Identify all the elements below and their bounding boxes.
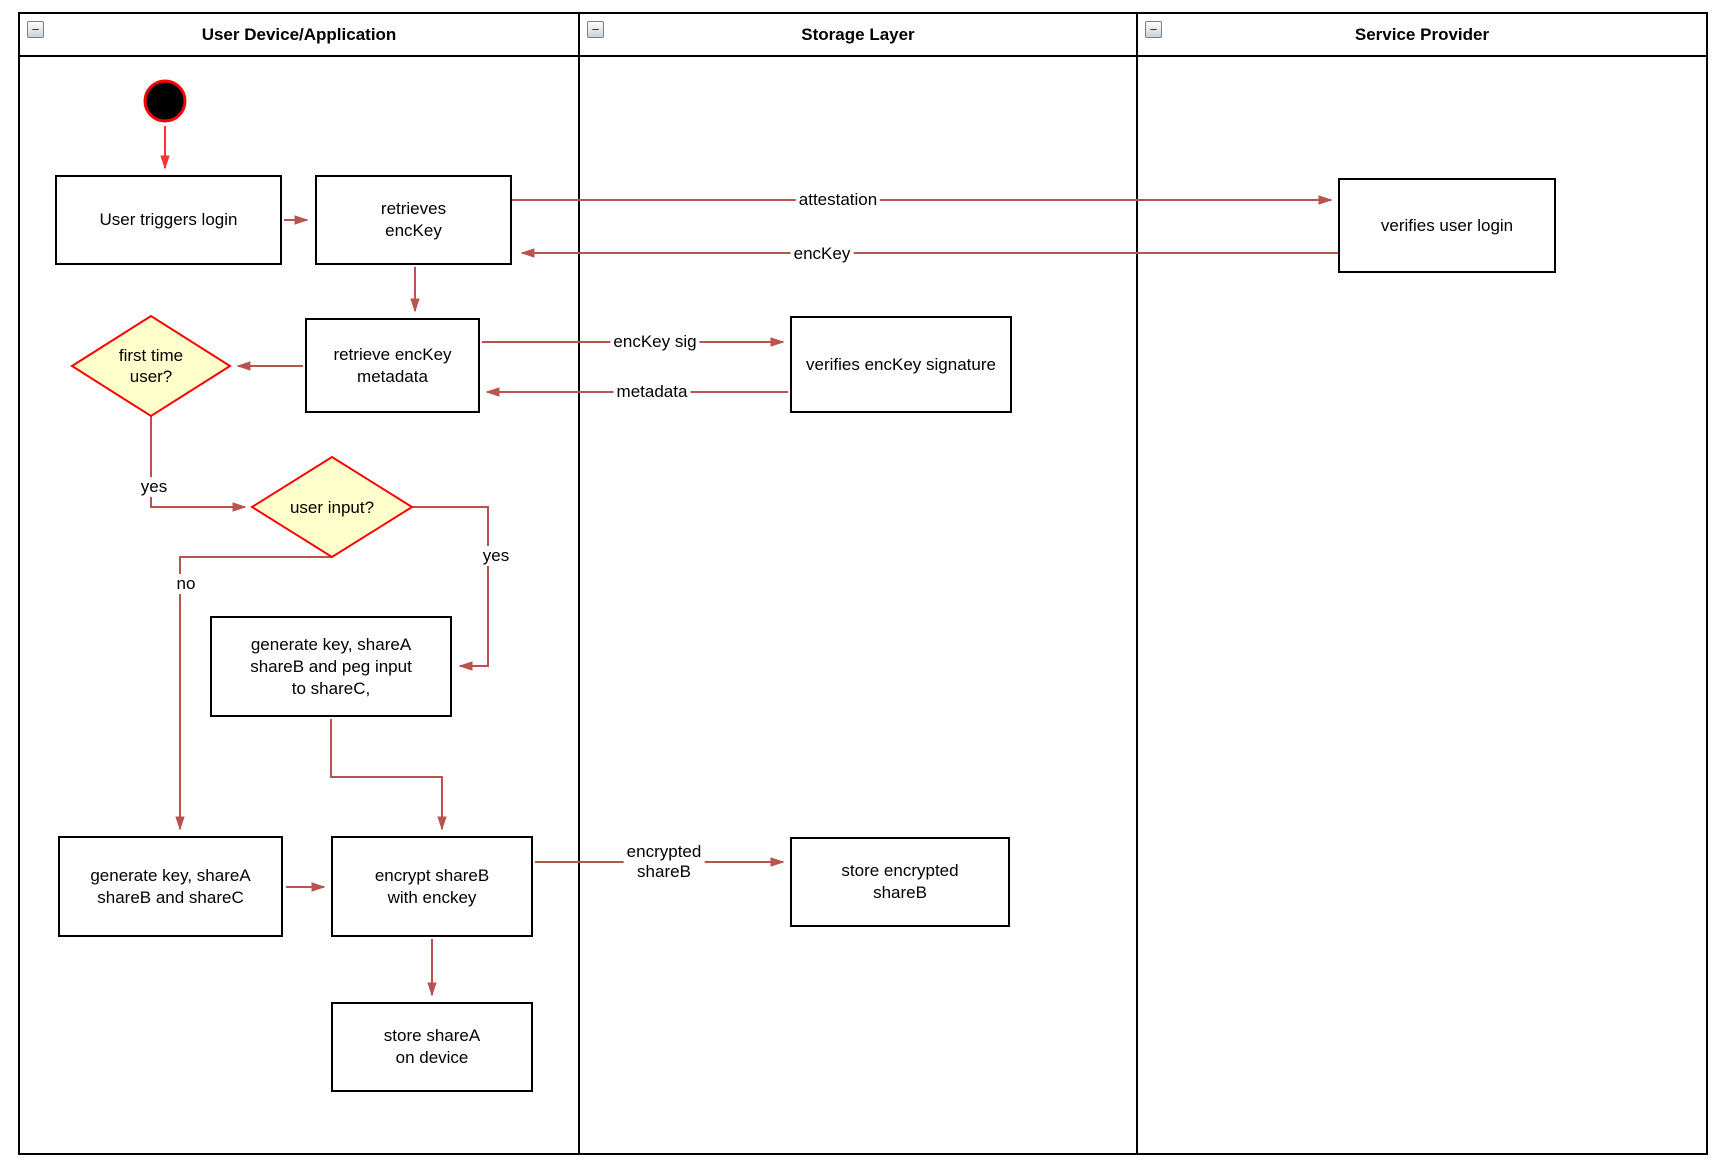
activity-label: store encrypted xyxy=(841,861,959,880)
activity-generate-key-peg-input[interactable]: generate key, shareA shareB and peg inpu… xyxy=(210,616,452,717)
edge-label-encrypted-shareb: encrypted shareB xyxy=(623,842,705,882)
lane-user-device: − User Device/Application xyxy=(20,14,580,1153)
lane-title-user-device: User Device/Application xyxy=(201,24,397,44)
activity-label: generate key, shareA xyxy=(90,865,251,885)
activity-label: generate key, shareA xyxy=(250,634,412,654)
minus-icon: − xyxy=(31,21,40,37)
decision-label: first time xyxy=(118,346,184,365)
activity-label: shareB and shareC xyxy=(97,887,244,907)
lane-header-user-device: − User Device/Application xyxy=(20,14,578,57)
activity-encrypt-shareb[interactable]: encrypt shareB with enckey xyxy=(331,836,533,937)
edge-label-line: shareB xyxy=(637,862,691,881)
activity-retrieves-enckey[interactable]: retrieves encKey xyxy=(315,175,512,265)
edge-label-yes-first: yes xyxy=(137,477,171,497)
activity-label: retrieves xyxy=(380,199,447,218)
collapse-button-user-device[interactable]: − xyxy=(27,21,44,38)
edge-label-metadata: metadata xyxy=(613,382,691,402)
minus-icon: − xyxy=(1149,21,1158,37)
edge-label-no: no xyxy=(173,574,199,594)
activity-store-encrypted-shareb[interactable]: store encrypted shareB xyxy=(790,837,1010,927)
activity-user-triggers-login[interactable]: User triggers login xyxy=(55,175,282,265)
lane-header-service-provider: − Service Provider xyxy=(1138,14,1706,57)
activity-label: shareB xyxy=(873,883,927,902)
activity-label: to shareC, xyxy=(291,678,371,698)
decision-user-input[interactable]: user input? xyxy=(252,457,412,557)
activity-store-sharea[interactable]: store shareA on device xyxy=(331,1002,533,1092)
activity-label: encrypt shareB xyxy=(374,865,490,885)
edge-label-enckey-sig: encKey sig xyxy=(610,332,700,352)
decision-label: user? xyxy=(129,367,173,386)
decision-label: user input? xyxy=(289,497,375,517)
activity-verifies-user-login[interactable]: verifies user login xyxy=(1338,178,1556,273)
activity-label: User triggers login xyxy=(99,210,238,229)
activity-retrieve-enckey-metadata[interactable]: retrieve encKey metadata xyxy=(305,318,480,413)
edge-label-enckey: encKey xyxy=(790,244,854,264)
lane-storage-layer: − Storage Layer xyxy=(580,14,1138,1153)
activity-generate-key-sharec[interactable]: generate key, shareA shareB and shareC xyxy=(58,836,283,937)
lane-header-storage-layer: − Storage Layer xyxy=(580,14,1136,57)
activity-label: encKey xyxy=(385,221,442,240)
activity-label: shareB and peg input xyxy=(250,656,412,676)
activity-label: verifies encKey signature xyxy=(806,354,996,374)
edge-label-yes-second: yes xyxy=(479,546,513,566)
activity-verifies-enckey-signature[interactable]: verifies encKey signature xyxy=(790,316,1012,413)
minus-icon: − xyxy=(591,21,600,37)
activity-label: store shareA xyxy=(383,1026,481,1045)
collapse-button-service-provider[interactable]: − xyxy=(1145,21,1162,38)
decision-first-time-user[interactable]: first time user? xyxy=(72,316,230,416)
lane-title-service-provider: Service Provider xyxy=(1354,24,1490,44)
lane-title-storage-layer: Storage Layer xyxy=(801,24,915,44)
edge-label-line: encrypted xyxy=(626,842,702,861)
activity-label: metadata xyxy=(357,366,428,386)
collapse-button-storage-layer[interactable]: − xyxy=(587,21,604,38)
edge-label-attestation: attestation xyxy=(795,190,881,210)
activity-label: with enckey xyxy=(387,887,477,907)
activity-label: on device xyxy=(395,1048,469,1067)
activity-label: verifies user login xyxy=(1380,215,1514,235)
lane-service-provider: − Service Provider xyxy=(1138,14,1706,1153)
activity-label: retrieve encKey xyxy=(333,344,452,364)
